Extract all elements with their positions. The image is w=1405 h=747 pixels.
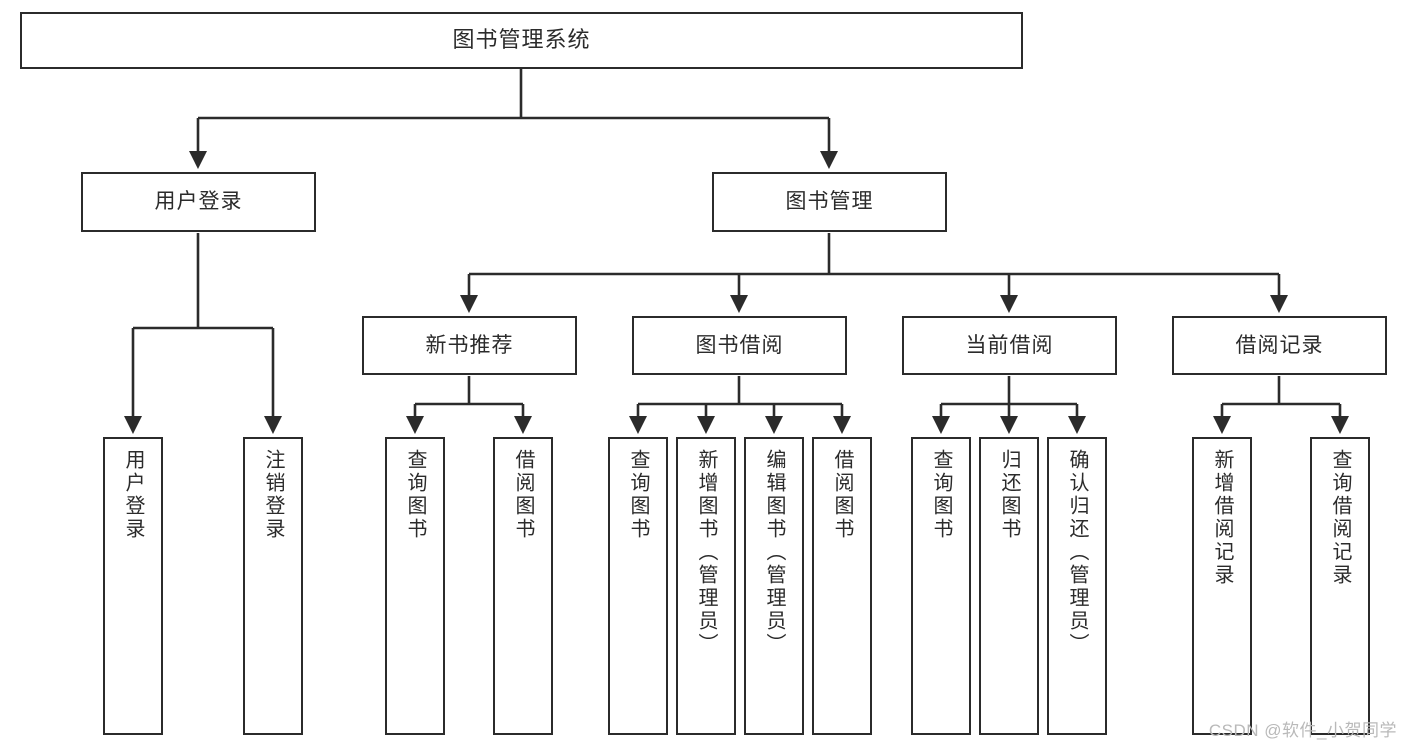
node-label: 确认归还（管理员）	[1066, 449, 1088, 656]
node-label: 查询图书	[627, 449, 649, 541]
node-current-borrow[interactable]: 当前借阅	[902, 316, 1117, 375]
node-book-management[interactable]: 图书管理	[712, 172, 947, 232]
leaf-query-borrow-record[interactable]: 查询借阅记录	[1310, 437, 1370, 735]
leaf-borrow-book[interactable]: 借阅图书	[812, 437, 872, 735]
node-label: 归还图书	[998, 449, 1020, 541]
node-label: 借阅图书	[831, 449, 853, 541]
node-label: 查询图书	[930, 449, 952, 541]
leaf-user-login[interactable]: 用户登录	[103, 437, 163, 735]
leaf-return-book[interactable]: 归还图书	[979, 437, 1039, 735]
node-label: 查询借阅记录	[1329, 449, 1351, 587]
node-label: 新书推荐	[425, 333, 514, 357]
leaf-add-borrow-record[interactable]: 新增借阅记录	[1192, 437, 1252, 735]
node-label: 图书管理	[785, 190, 874, 214]
node-label: 图书借阅	[695, 333, 784, 357]
node-label: 借阅记录	[1235, 333, 1324, 357]
node-label: 借阅图书	[512, 449, 534, 541]
leaf-edit-book-admin[interactable]: 编辑图书（管理员）	[744, 437, 804, 735]
node-label: 新增借阅记录	[1211, 449, 1233, 587]
node-label: 查询图书	[404, 449, 426, 541]
node-label: 新增图书（管理员）	[695, 449, 717, 656]
node-new-book-recommend[interactable]: 新书推荐	[362, 316, 577, 375]
leaf-confirm-return-admin[interactable]: 确认归还（管理员）	[1047, 437, 1107, 735]
leaf-borrow-book-recommend[interactable]: 借阅图书	[493, 437, 553, 735]
node-label: 用户登录	[154, 190, 243, 214]
leaf-query-book-recommend[interactable]: 查询图书	[385, 437, 445, 735]
node-label: 编辑图书（管理员）	[763, 449, 785, 656]
node-book-borrow[interactable]: 图书借阅	[632, 316, 847, 375]
node-root-book-management-system[interactable]: 图书管理系统	[20, 12, 1023, 69]
leaf-logout[interactable]: 注销登录	[243, 437, 303, 735]
node-user-login[interactable]: 用户登录	[81, 172, 316, 232]
node-borrow-record[interactable]: 借阅记录	[1172, 316, 1387, 375]
csdn-watermark: CSDN @软件_小贺同学	[1208, 721, 1397, 740]
node-label: 用户登录	[122, 449, 144, 541]
leaf-query-book-current[interactable]: 查询图书	[911, 437, 971, 735]
node-label: 当前借阅	[965, 333, 1054, 357]
node-label: 图书管理系统	[452, 27, 591, 53]
node-label: 注销登录	[262, 449, 284, 541]
leaf-query-book-borrow[interactable]: 查询图书	[608, 437, 668, 735]
leaf-add-book-admin[interactable]: 新增图书（管理员）	[676, 437, 736, 735]
